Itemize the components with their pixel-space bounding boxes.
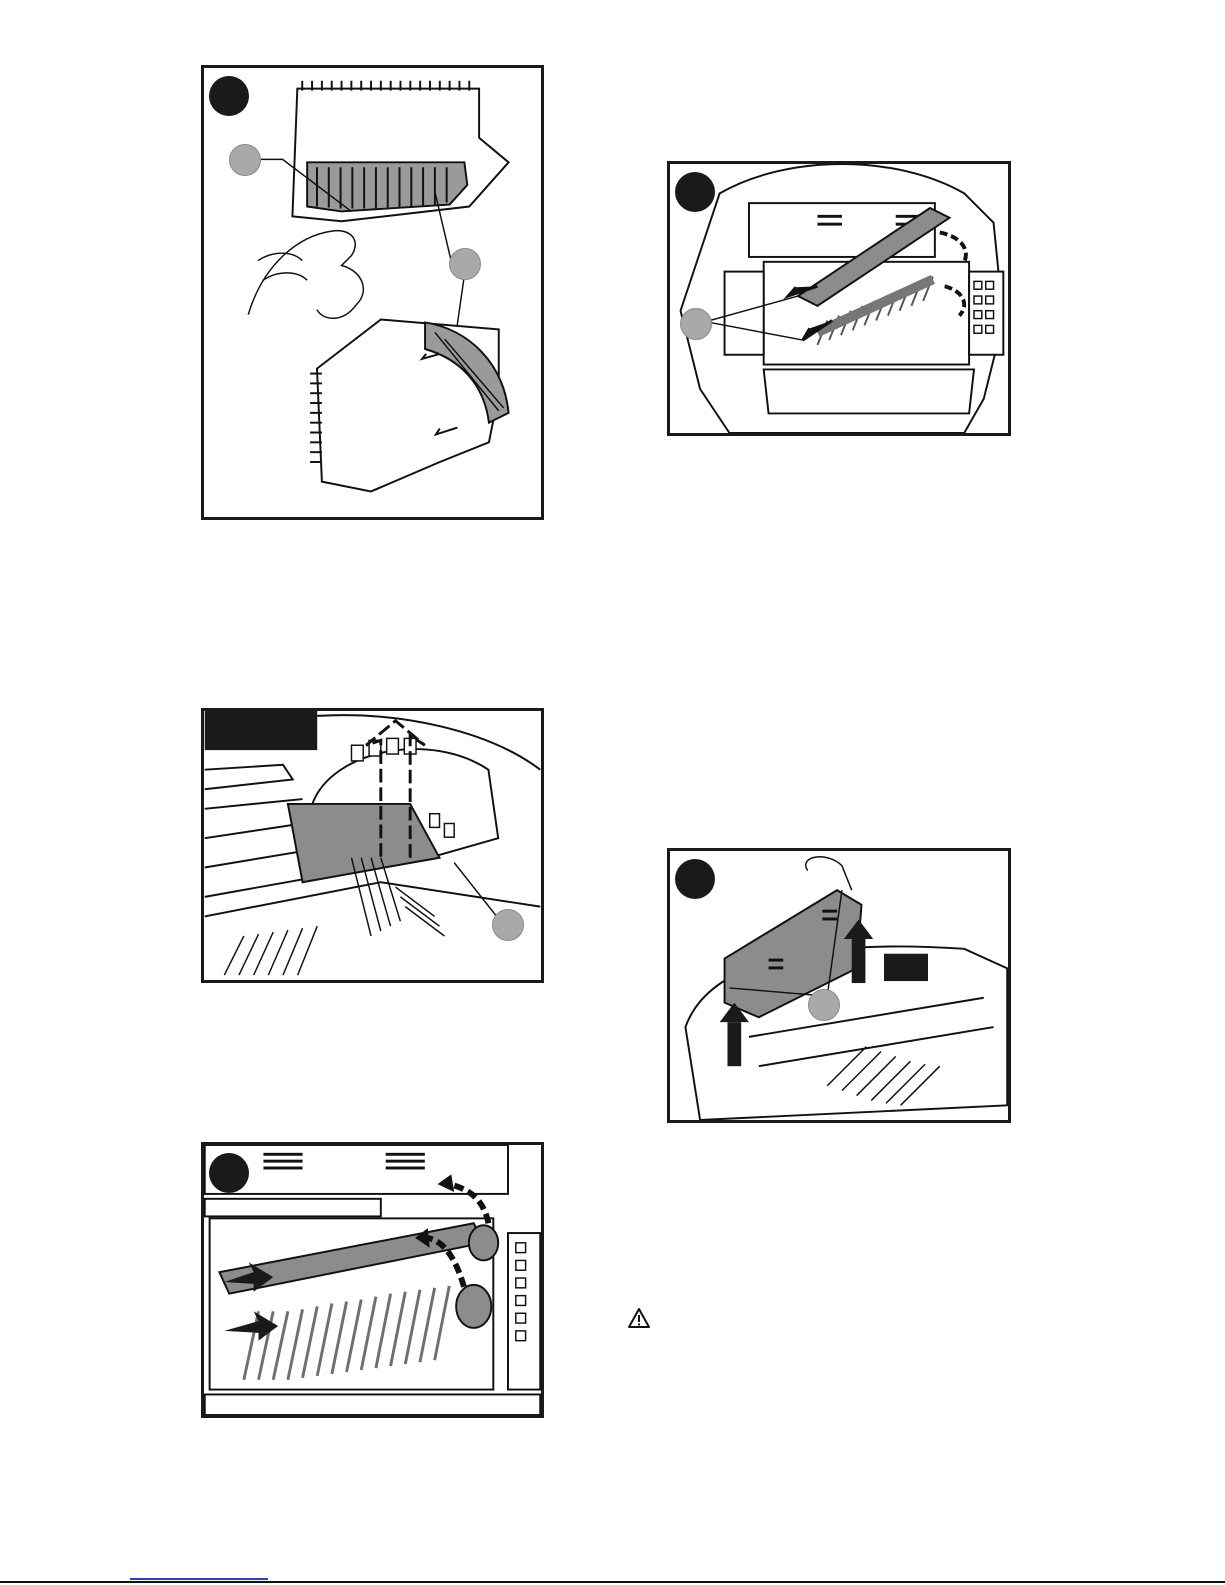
- step-badge: [675, 859, 715, 899]
- callout-guard-latch: [492, 909, 524, 941]
- robot-underside-illustration: [670, 164, 1008, 433]
- warning-triangle-icon: [627, 1307, 651, 1329]
- step-badge: [675, 172, 715, 212]
- brush-extraction-illustration: [204, 1145, 541, 1415]
- figure-battery-removal: [667, 848, 1011, 1123]
- brush-guard-illustration: [204, 711, 541, 980]
- figure-filter-removal: [201, 65, 544, 520]
- battery-illustration: [670, 851, 1008, 1120]
- figure-brush-extraction: [201, 1142, 544, 1418]
- callout-battery-tab: [808, 989, 840, 1021]
- callout-brush-clips: [680, 308, 712, 340]
- step-badge: [209, 1153, 249, 1193]
- step-badge: [209, 76, 249, 116]
- filter-illustration: [204, 68, 541, 517]
- callout-filter: [449, 248, 481, 280]
- figure-brush-guard-lift: [201, 708, 544, 983]
- footer-rule: [0, 1581, 1225, 1583]
- callout-filter-tab: [229, 144, 261, 176]
- figure-brush-cover-removal: [667, 161, 1011, 436]
- footer-link-underline[interactable]: [130, 1578, 268, 1580]
